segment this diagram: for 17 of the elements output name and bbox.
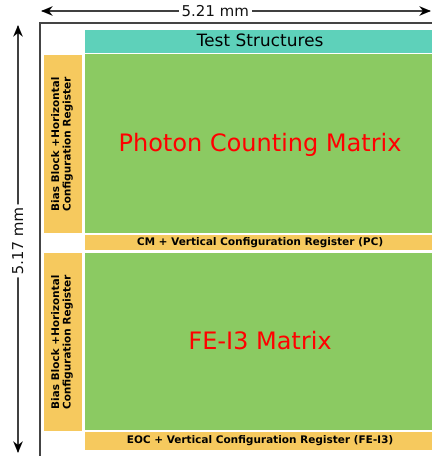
register-block [44,253,82,431]
pixel-matrix-block [85,54,432,233]
test-structures-block [85,30,432,53]
register-block [44,55,82,233]
block-label: CM + Vertical Configuration Register (PC) [136,236,384,248]
block-label: EOC + Vertical Configuration Register (FE-I3) [126,435,394,447]
block-label: Bias Block +Horizontal Configuration Register [51,274,75,412]
dimension-label: 5.17 mm [10,204,26,277]
block-label: Photon Counting Matrix [118,130,402,157]
block-label: Test Structures [196,32,324,51]
pixel-matrix-block [85,253,432,430]
chip-outline [39,22,432,456]
register-block [85,235,432,250]
block-label: Bias Block +Horizontal Configuration Register [51,76,75,214]
register-block [85,432,432,450]
dimension-label: 5.21 mm [178,4,252,19]
block-label: FE-I3 Matrix [188,328,332,355]
